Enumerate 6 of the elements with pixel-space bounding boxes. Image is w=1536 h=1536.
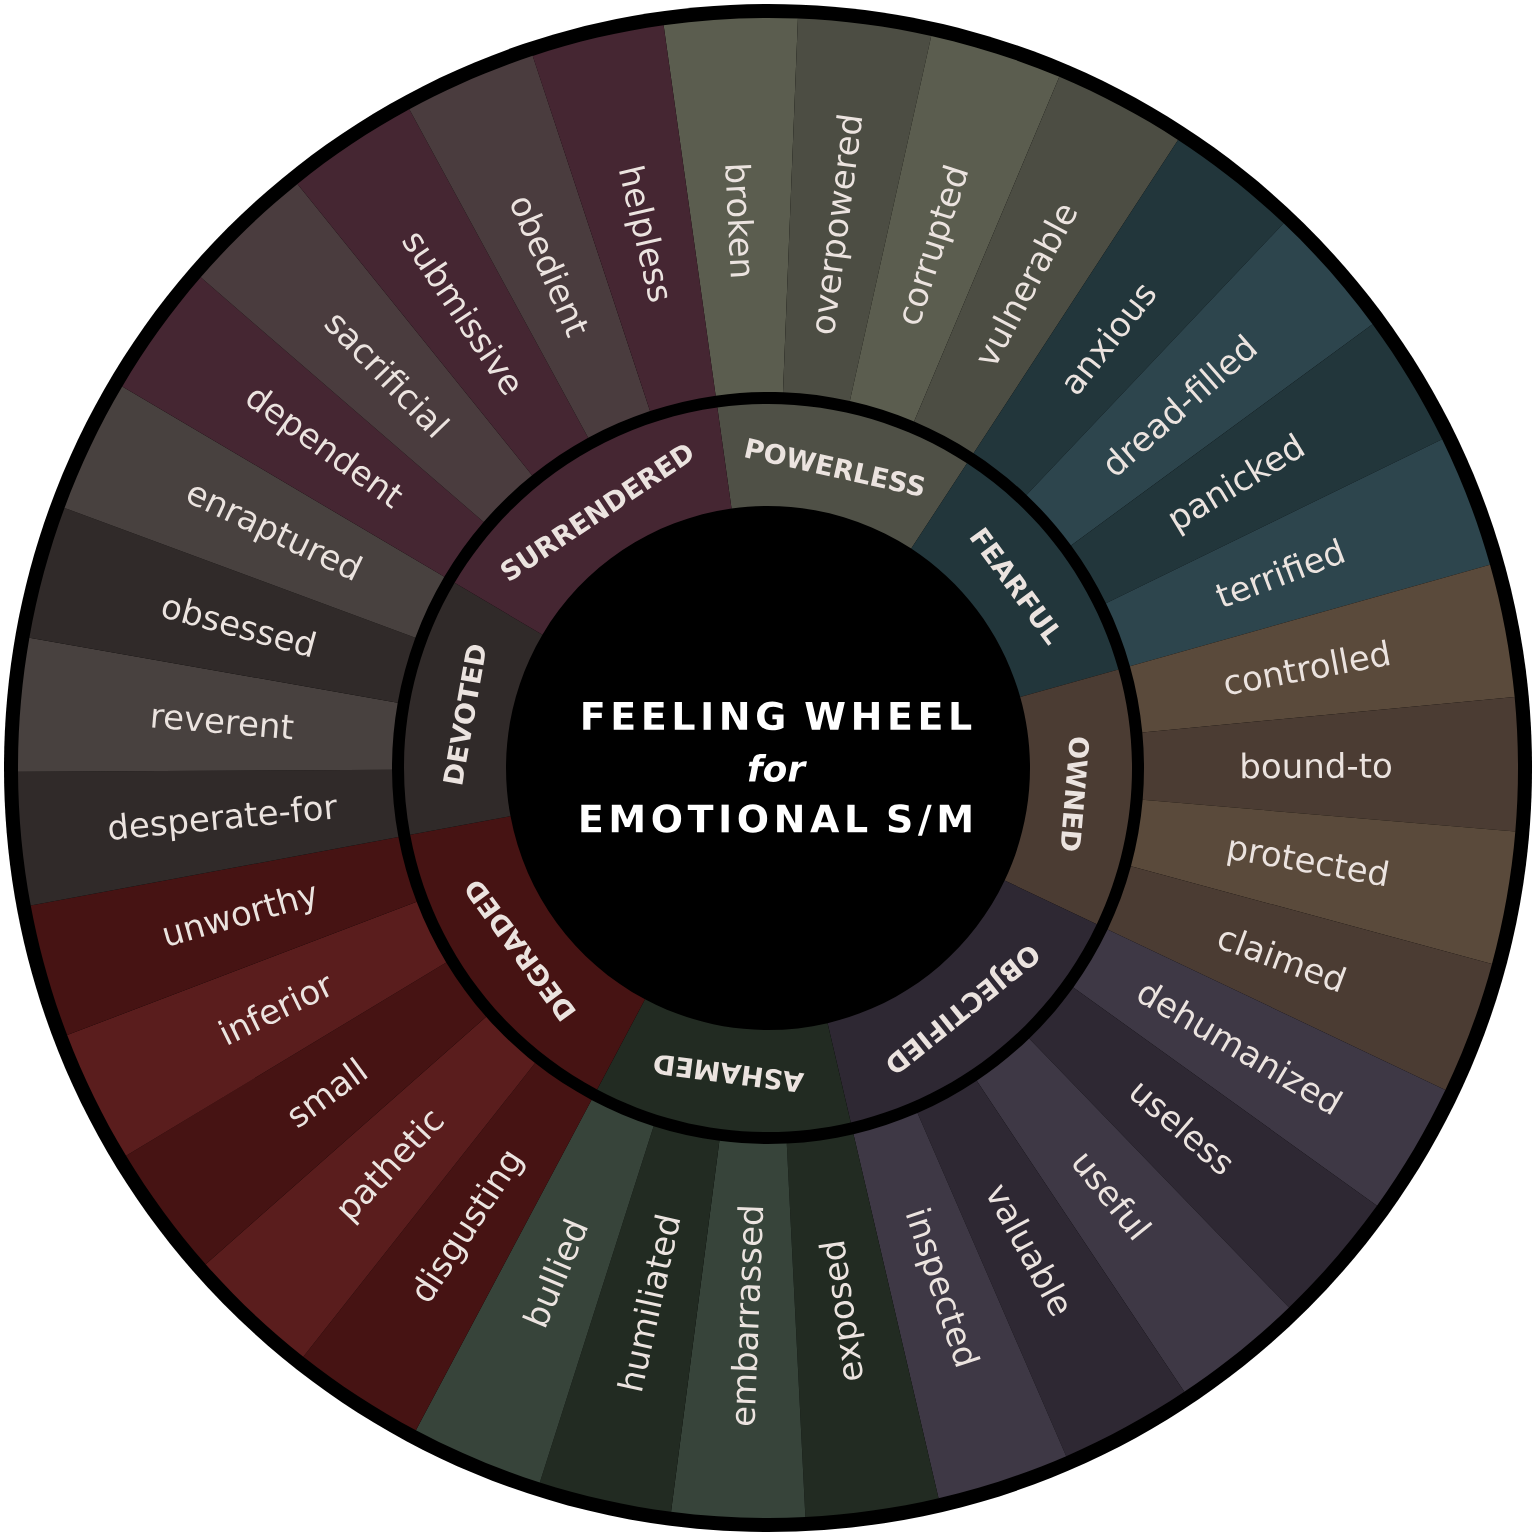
category-segment: OWNED: [1004, 669, 1132, 925]
category-segment: ASHAMED: [597, 999, 851, 1132]
wheel-segment: bound-to: [1142, 697, 1518, 832]
title-text: FEELING WHEEL: [583, 701, 972, 731]
title-text: for: [748, 754, 807, 782]
category-segment: DEVOTED: [404, 582, 543, 835]
